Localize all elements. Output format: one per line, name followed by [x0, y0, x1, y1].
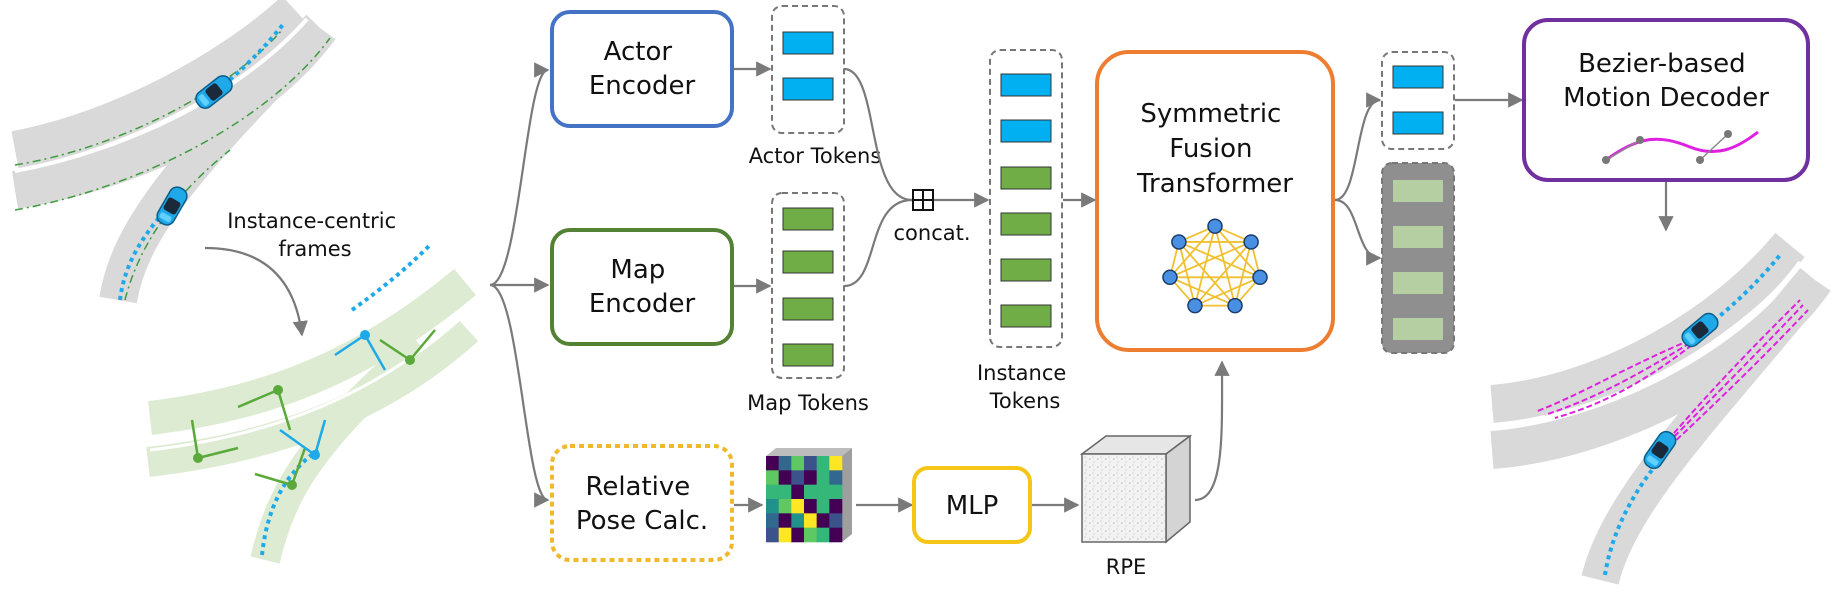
svg-text:Map Encoder: Map Encoder	[589, 255, 696, 319]
rpe-to-fusion-arrow	[1194, 360, 1230, 502]
complete-graph-icon	[1162, 218, 1268, 314]
input-scene: Instance-centric frames	[11, 0, 479, 564]
svg-text:MLP: MLP	[946, 491, 999, 521]
svg-text:Bezier-based Motion Deco: Bezier-based Motion Decoder	[1563, 49, 1769, 113]
map-tokens: Map Tokens	[747, 192, 869, 415]
symmetric-fusion-transformer: Symmetric Fusion Transformer	[1095, 50, 1335, 352]
output-scene	[1490, 232, 1831, 586]
map-to-concat-arrow	[843, 198, 913, 288]
actor-encoder: Actor Encoder	[550, 10, 734, 128]
output-actor-tokens	[1381, 51, 1455, 150]
relative-pose-calc: Relative Pose Calc.	[550, 444, 734, 562]
svg-text:Symmetric Fusion T: Symmetric Fusion Transformer	[1136, 99, 1293, 199]
bezier-curve-icon	[1602, 130, 1759, 164]
actor-tokens-label: Actor Tokens	[749, 144, 882, 168]
map-tokens-label: Map Tokens	[747, 391, 869, 415]
svg-text:Relative Pose Calc.: Relative Pose Calc.	[576, 472, 708, 536]
fusion-to-map-out-arrow	[1334, 198, 1382, 266]
input-branch-arrows	[489, 62, 550, 508]
fusion-to-actor-out-arrow	[1334, 92, 1382, 202]
map-encoder: Map Encoder	[550, 228, 734, 346]
mlp-block: MLP	[912, 466, 1032, 544]
instance-tokens: Instance Tokens	[977, 49, 1073, 413]
instance-frames-label: Instance-centric frames	[227, 209, 403, 261]
instance-frames-view	[146, 243, 479, 564]
actor-to-concat-arrow	[843, 67, 913, 202]
rpe-cube-icon: RPE	[1079, 434, 1193, 579]
rpe-label: RPE	[1106, 555, 1147, 579]
concat-plus-box-icon	[912, 189, 934, 211]
concat-label: concat.	[893, 221, 970, 245]
relative-pose-matrix-icon	[766, 448, 852, 543]
bezier-motion-decoder: Bezier-based Motion Decoder	[1522, 18, 1810, 182]
output-map-tokens	[1381, 162, 1455, 354]
actor-tokens: Actor Tokens	[749, 5, 882, 168]
svg-text:Actor Encoder: Actor Encoder	[589, 37, 696, 101]
instance-tokens-label: Instance Tokens	[977, 361, 1073, 413]
scene-arrow	[204, 246, 308, 337]
